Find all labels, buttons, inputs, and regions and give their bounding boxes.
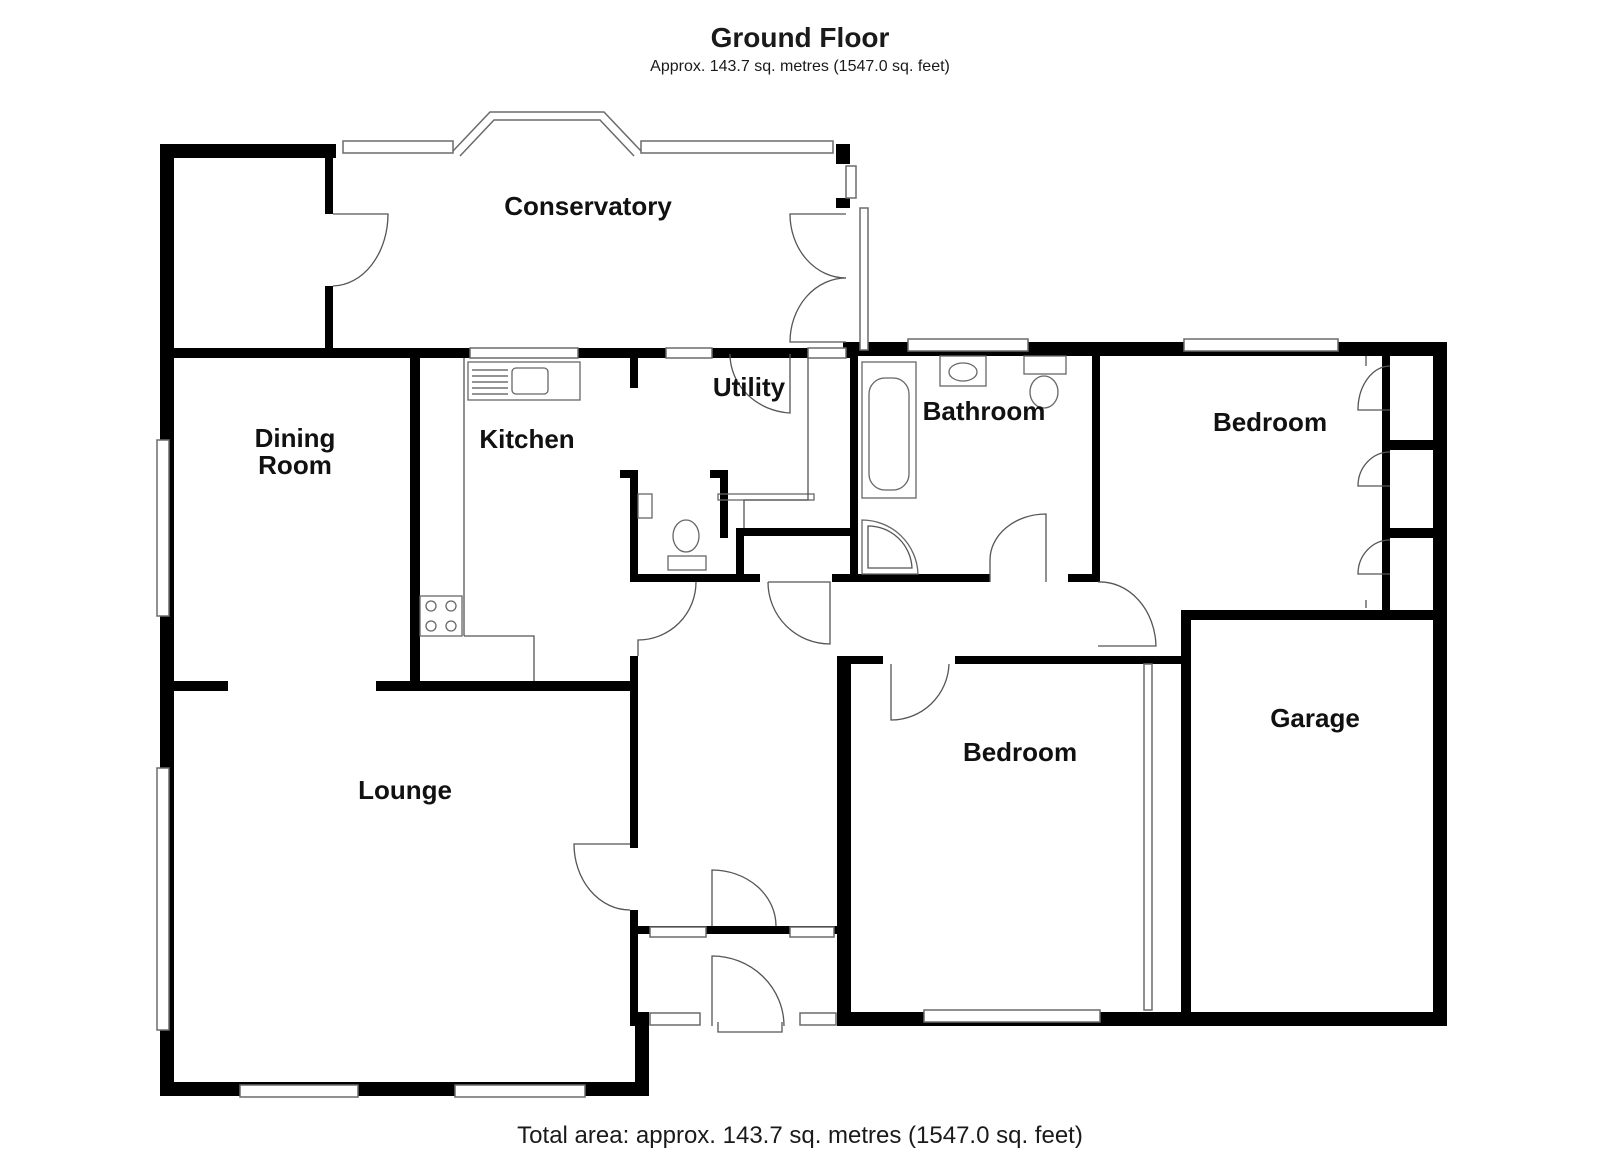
label-kitchen: Kitchen (479, 424, 574, 454)
kitchen-fixtures (419, 358, 815, 681)
label-utility: Utility (713, 372, 786, 402)
label-dining-room-line1: Dining (255, 423, 336, 453)
room-labels: Conservatory Dining Room Kitchen Utility… (255, 191, 1360, 805)
floor-title: Ground Floor (710, 22, 890, 53)
label-bathroom: Bathroom (923, 396, 1046, 426)
bathroom-fixtures (861, 355, 1067, 575)
label-dining-room-line2: Room (258, 450, 332, 480)
windows (156, 111, 1339, 1098)
interior-walls (160, 158, 1447, 1026)
label-garage: Garage (1270, 703, 1360, 733)
wc-fixtures (620, 470, 728, 571)
label-bedroom-1: Bedroom (1213, 407, 1327, 437)
door-swings (332, 213, 1391, 1033)
floor-area-subtitle: Approx. 143.7 sq. metres (1547.0 sq. fee… (650, 58, 950, 75)
label-lounge: Lounge (358, 775, 452, 805)
label-bedroom-2: Bedroom (963, 737, 1077, 767)
total-area-footer: Total area: approx. 143.7 sq. metres (15… (517, 1122, 1083, 1149)
label-conservatory: Conservatory (504, 191, 672, 221)
